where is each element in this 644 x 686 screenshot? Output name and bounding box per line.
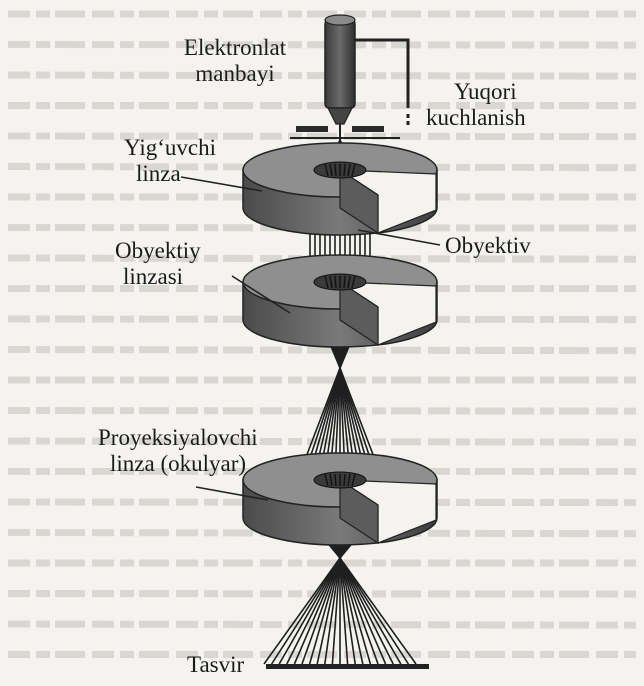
high-voltage-wiring [355,40,408,128]
label-objective-lens-line1: Obyektiy [115,238,201,264]
label-projector-lens: Proyeksiyalovchi linza (okulyar) [98,425,258,477]
beam-ray [340,558,401,664]
label-projector-line2: linza (okulyar) [98,451,258,477]
electron-source [325,15,355,140]
anode-plates [290,126,400,138]
label-image: Tasvir [187,652,244,678]
label-high-voltage: Yuqori kuchlanish [426,79,526,131]
label-objective-lens-line2: linzasi [115,264,201,290]
image-screen [266,664,429,669]
electron-gun-body [325,20,355,108]
beam-ray [344,474,345,486]
label-projector-line1: Proyeksiyalovchi [98,425,258,451]
beam-ray [272,558,340,664]
anode-plate-left [296,126,328,132]
lenses [243,143,437,545]
label-objective-lens: Obyektiy linzasi [115,238,201,290]
label-condenser-lens: Yig‘uvchi linza [124,135,216,187]
beam-ray [335,474,336,486]
beam-ray [344,164,345,176]
beam-ray [335,276,336,288]
label-condenser-line1: Yig‘uvchi [124,135,216,161]
beam-ray [279,558,340,664]
electron-gun-cap [325,15,355,25]
condenser-lens [243,143,437,235]
label-electron-source-line2: manbayi [168,61,302,87]
beam-ray [344,276,345,288]
projector-lens [243,453,437,545]
label-high-voltage-line1: Yuqori [426,79,526,105]
label-condenser-line2: linza [124,161,216,187]
beam-ray [335,164,336,176]
electron-gun-tip [328,108,352,124]
label-objective: Obyektiv [445,233,531,259]
image-plane [266,664,429,669]
hv-wire [355,40,408,108]
anode-plate-right [352,126,384,132]
label-electron-source-line1: Elektronlat [168,35,302,61]
label-high-voltage-line2: kuchlanish [426,105,526,131]
label-electron-source: Elektronlat manbayi [168,35,302,87]
beam-ray [340,558,408,664]
